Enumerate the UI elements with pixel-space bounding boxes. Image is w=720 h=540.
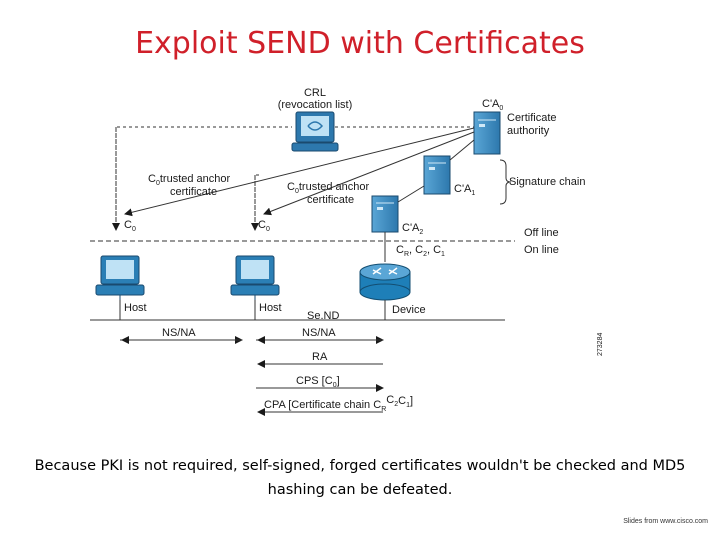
off-line-label: Off line bbox=[524, 227, 559, 239]
ca1-server-icon bbox=[423, 155, 451, 195]
slide-caption: Because PKI is not required, self-signed… bbox=[34, 458, 686, 498]
msg-cpa: CPA [Certificate chain CRC2C1] bbox=[264, 394, 413, 413]
figure-id: 273284 bbox=[597, 333, 604, 356]
router-device-icon bbox=[359, 263, 411, 320]
trust-anchor-arrow-right bbox=[263, 131, 475, 216]
ca2-label: C'A2 bbox=[402, 222, 423, 236]
chain-link-ca1-ca2 bbox=[397, 185, 425, 203]
signature-chain-brace bbox=[499, 159, 512, 205]
host-right-label: Host bbox=[259, 302, 282, 314]
device-label: Device bbox=[392, 304, 426, 316]
trust-anchor-right-line1: C0trusted anchor bbox=[287, 181, 370, 195]
crl-dashed-links bbox=[115, 126, 474, 222]
msg-nsna-left: NS/NA bbox=[162, 327, 196, 339]
device-cert-chain: CR, C2, C1 bbox=[396, 244, 445, 258]
trust-anchor-right-line2: certificate bbox=[307, 194, 354, 206]
c0-left-label: C0 bbox=[124, 219, 136, 233]
slide-title: Exploit SEND with Certificates bbox=[135, 26, 585, 61]
send-certificate-diagram: CRL (revocation list) C'A0 Certificate a… bbox=[90, 87, 604, 416]
signature-chain-label: Signature chain bbox=[509, 176, 585, 188]
on-line-label: On line bbox=[524, 244, 559, 256]
chain-link-ca0-ca1 bbox=[449, 139, 475, 161]
crl-subtitle: (revocation list) bbox=[278, 99, 353, 111]
slide-credit: Slides from www.cisco.com bbox=[623, 518, 708, 525]
msg-nsna-right: NS/NA bbox=[302, 327, 336, 339]
ca0-server-icon bbox=[473, 111, 501, 155]
host-left-label: Host bbox=[124, 302, 147, 314]
msg-cps: CPS [C0] bbox=[296, 375, 340, 389]
crl-server-icon bbox=[291, 111, 339, 152]
ca2-server-icon bbox=[371, 195, 399, 233]
host-left-computer-icon bbox=[95, 255, 145, 300]
c0-right-label: C0 bbox=[258, 219, 270, 233]
ca1-label: C'A1 bbox=[454, 183, 475, 197]
host-right-computer-icon bbox=[230, 255, 280, 300]
ca-description-line2: authority bbox=[507, 125, 550, 137]
msg-ra: RA bbox=[312, 351, 328, 363]
trust-anchor-left-line1: C0trusted anchor bbox=[148, 173, 231, 187]
message-flows bbox=[120, 336, 384, 416]
trust-anchor-arrow-left bbox=[124, 127, 475, 217]
ca0-label: C'A0 bbox=[482, 98, 503, 112]
crl-title: CRL bbox=[304, 87, 326, 99]
ca-description-line1: Certificate bbox=[507, 112, 557, 124]
send-label: Se.ND bbox=[307, 310, 339, 322]
trust-anchor-left-line2: certificate bbox=[170, 186, 217, 198]
